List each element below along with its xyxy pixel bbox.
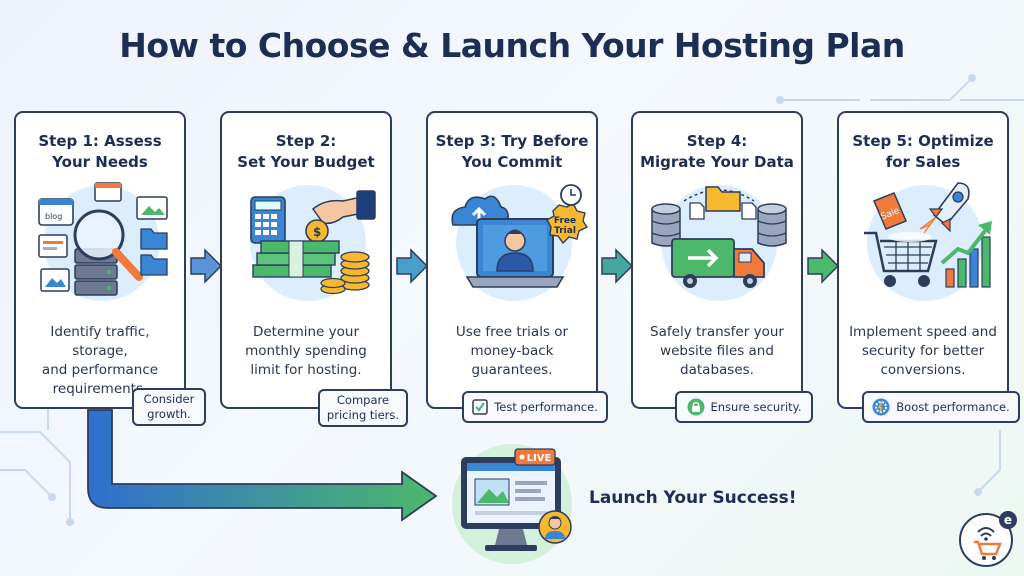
step-1-callout: Consider growth.: [132, 388, 206, 426]
lock-icon: [687, 398, 705, 416]
step-5-card: Step 5: Optimize for Sales Sale: [837, 111, 1009, 409]
folder-icon: [705, 186, 741, 212]
step-3-title: Step 3: Try Before You Commit: [435, 132, 589, 171]
user-icon: [496, 229, 534, 272]
svg-text:LIVE: LIVE: [527, 453, 552, 464]
step-4-description: Safely transfer your website files and d…: [650, 324, 784, 378]
page-title: How to Choose & Launch Your Hosting Plan: [119, 26, 905, 65]
step-5-title: Step 5: Optimize for Sales: [852, 132, 994, 171]
folder-icon: [140, 228, 168, 276]
step-4-card: Step 4: Migrate Your Data: [631, 111, 803, 409]
gear-icon: [872, 398, 890, 416]
cloud-upload-icon: [451, 195, 509, 226]
rocket-icon: [919, 182, 970, 234]
hand-icon: [311, 190, 376, 225]
step-4-callout: Ensure security.: [675, 391, 813, 423]
calculator-icon: [250, 196, 286, 244]
step-2-description: Determine your monthly spending limit fo…: [245, 324, 367, 378]
svg-text:Free: Free: [554, 216, 576, 226]
step-4-to-5-arrow: [807, 248, 840, 284]
monitor-icon: [461, 457, 561, 551]
step-1-card: Step 1: Assess Your Needs blog: [14, 111, 186, 409]
sale-tag-icon: Sale: [873, 192, 907, 230]
step-4-illustration: [651, 185, 787, 301]
step-5-illustration: Sale: [864, 182, 992, 301]
launch-illustration: LIVE: [452, 444, 572, 564]
user-avatar-icon: [538, 510, 572, 544]
step-2-card: Step 2: Set Your Budget $: [220, 111, 392, 409]
svg-text:e: e: [1004, 513, 1012, 527]
step-3-card: Step 3: Try Before You Commit Free Trial: [426, 111, 598, 409]
step-3-to-4-arrow: [601, 248, 634, 284]
live-badge: LIVE: [514, 448, 556, 466]
step-1-title: Step 1: Assess Your Needs: [38, 132, 162, 171]
step-3-description: Use free trials or money-back guarantees…: [455, 324, 569, 378]
step-2-callout: Compare pricing tiers.: [318, 389, 408, 427]
step-5-callout: Boost performance.: [862, 391, 1020, 423]
launch-text: Launch Your Success!: [589, 488, 797, 508]
document-icon: [689, 202, 757, 220]
step-4-title: Step 4: Migrate Your Data: [640, 132, 794, 171]
checkbox-icon: [472, 399, 488, 415]
svg-text:$: $: [313, 225, 321, 239]
step-3-callout: Test performance.: [462, 391, 608, 423]
growth-chart-icon: [940, 221, 992, 288]
step-1-to-2-arrow: [190, 248, 223, 284]
step-2-illustration: $: [250, 185, 376, 301]
svg-text:blog: blog: [45, 212, 62, 221]
step-5-description: Implement speed and security for better …: [849, 324, 997, 378]
step-1-illustration: blog: [38, 182, 168, 301]
magnifier-icon: [73, 209, 143, 281]
cash-stack-icon: [252, 240, 340, 278]
shopping-cart-icon: [864, 231, 938, 287]
step-3-illustration: Free Trial: [451, 184, 589, 301]
clock-icon: [560, 184, 582, 206]
step-2-to-3-arrow: [396, 248, 429, 284]
browser-window-icon: blog: [38, 198, 74, 226]
svg-text:Trial: Trial: [554, 226, 576, 236]
step-1-description: Identify traffic, storage, and performan…: [41, 324, 159, 397]
cart-wifi-logo: e: [959, 511, 1017, 567]
truck-icon: [671, 238, 765, 288]
step-2-title: Step 2: Set Your Budget: [237, 132, 375, 171]
database-icon: [757, 203, 787, 247]
